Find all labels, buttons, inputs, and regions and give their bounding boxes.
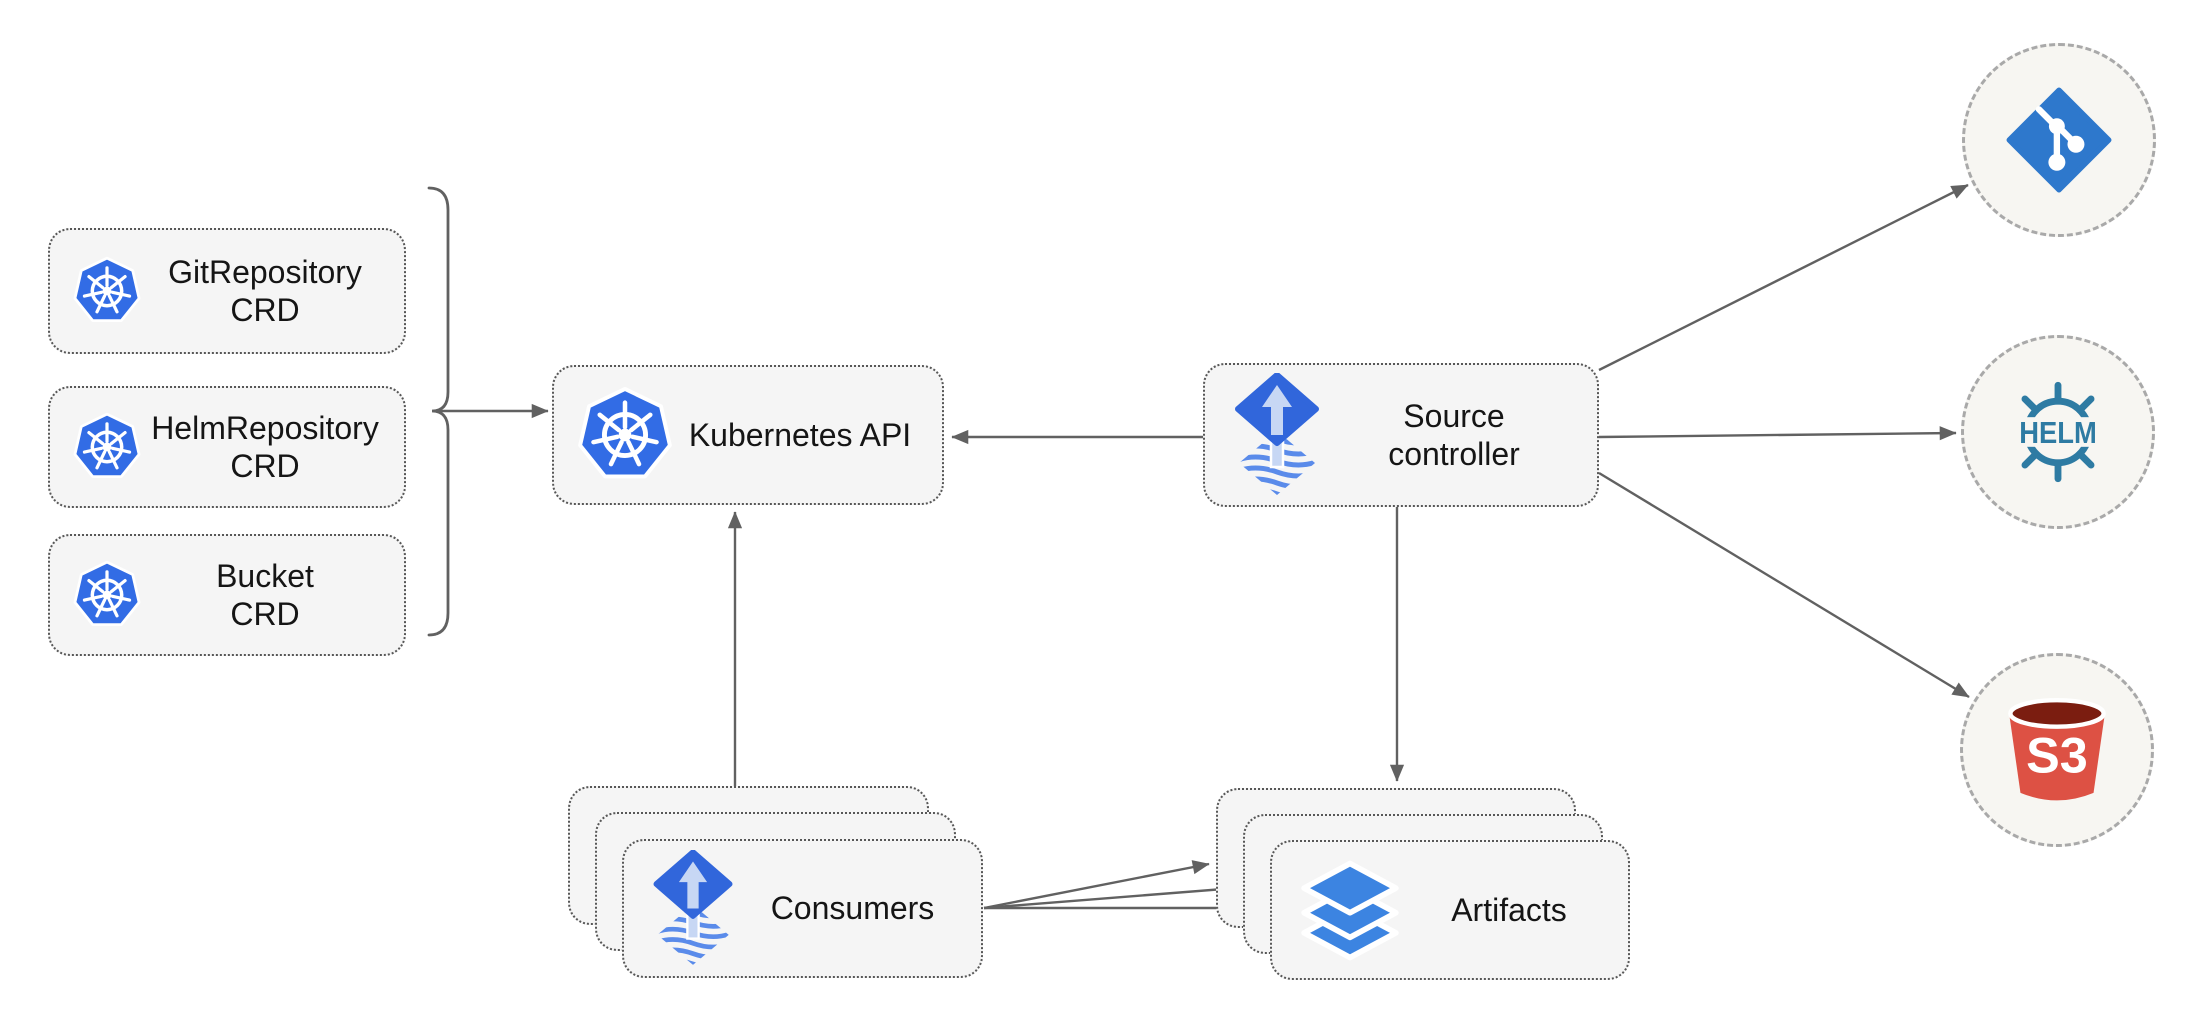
node-label: Source controller <box>1388 397 1520 472</box>
flux-icon <box>1227 373 1327 497</box>
git-icon <box>2006 87 2112 193</box>
node-artifacts: Artifacts <box>1270 840 1630 980</box>
layers-icon <box>1301 860 1399 960</box>
node-label: Consumers <box>770 890 935 927</box>
kubernetes-icon <box>73 256 141 323</box>
edge-consumers-to-artifacts-2 <box>983 882 1237 910</box>
node-helmrepository-crd: HelmRepository CRD <box>48 386 406 508</box>
flux-icon <box>646 850 740 967</box>
helm-wordmark: HELM <box>2019 415 2097 450</box>
node-bucket-crd: Bucket CRD <box>48 534 406 656</box>
node-label: Bucket CRD <box>216 557 314 632</box>
s3-wordmark: S3 <box>2026 727 2088 784</box>
external-source-s3: S3 <box>1960 653 2154 847</box>
edge-consumers-to-artifacts-1 <box>983 860 1210 910</box>
crd-group-bracket <box>427 186 450 637</box>
kubernetes-icon <box>576 386 674 484</box>
kubernetes-icon <box>73 412 141 479</box>
external-source-helm: HELM <box>1961 335 2155 529</box>
s3-bucket-icon: S3 <box>2008 698 2106 801</box>
node-kubernetes-api: Kubernetes API <box>552 365 944 505</box>
node-label: Kubernetes API <box>688 416 912 453</box>
edge-source-to-s3 <box>1598 471 1970 699</box>
kubernetes-icon <box>73 560 141 627</box>
helm-icon: HELM <box>2005 381 2111 483</box>
node-label: Artifacts <box>1451 891 1567 928</box>
node-gitrepository-crd: GitRepository CRD <box>48 228 406 354</box>
node-label: GitRepository CRD <box>168 253 362 328</box>
node-label: HelmRepository CRD <box>151 409 379 484</box>
external-source-git <box>1962 43 2156 237</box>
edge-source-to-helm <box>1598 426 1957 441</box>
node-source-controller: Source controller <box>1203 363 1599 507</box>
node-consumers: Consumers <box>622 839 983 978</box>
edge-source-to-git <box>1598 183 1969 372</box>
